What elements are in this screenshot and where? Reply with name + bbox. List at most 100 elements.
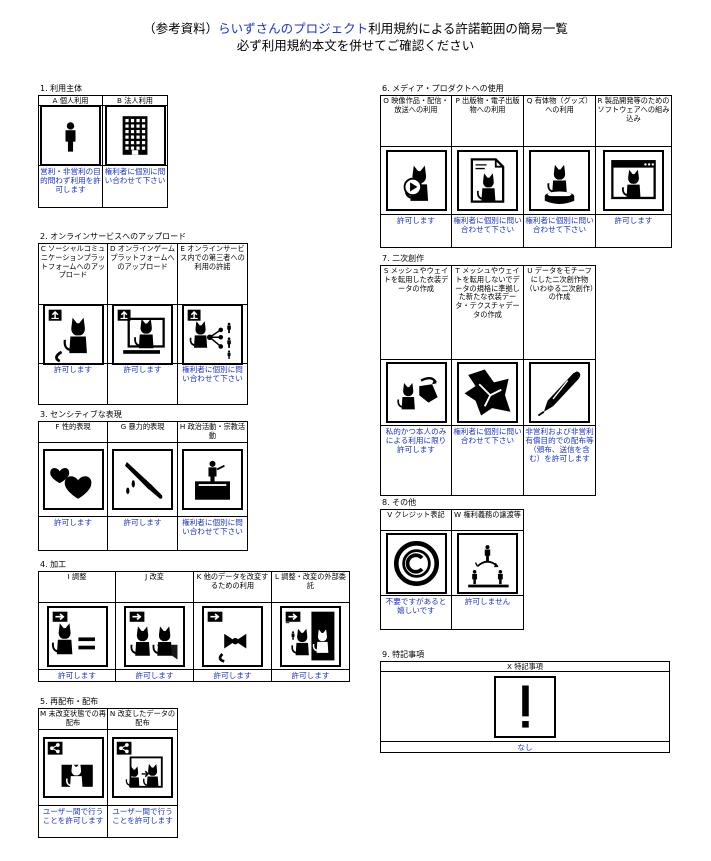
card-heading: C ソーシャルコミュニケーションプラットフォームへのアップロード	[39, 244, 107, 305]
hearts-icon	[42, 449, 104, 510]
section-title: 7. 二次創作	[382, 254, 425, 263]
section-title: 3. センシティブな表現	[40, 410, 122, 419]
license-card: R 製品開発等のためのソフトウェアへの組み込み許可します	[596, 95, 672, 248]
card-heading: M 未改変状態での再配布	[39, 709, 107, 730]
permission-status: 私的かつ本人のみによる利用に限り許可します	[385, 427, 447, 454]
permission-status: 権利者に個別に問い合わせて下さい	[453, 427, 522, 445]
card-icon-area	[103, 105, 167, 166]
card-icon-area	[39, 730, 107, 806]
title-prefix: （参考資料）	[143, 21, 219, 36]
card-icon-area	[381, 531, 451, 596]
section-derivative: 7. 二次創作 S メッシュやウェイトを転用した衣装データの作成私的かつ本人のみに…	[380, 254, 596, 496]
license-card: H 政治活動・宗教活動権利者に個別に問い合わせて下さい	[178, 421, 248, 551]
card-heading: Q 有体物（グッズ）への利用	[524, 96, 595, 147]
card-heading: J 改変	[116, 572, 193, 603]
license-card: I 調整許可します	[38, 571, 116, 682]
section-title: 2. オンラインサービスへのアップロード	[40, 232, 187, 241]
card-heading: F 性的表現	[39, 422, 107, 443]
card-icon-area	[39, 303, 107, 365]
card-heading: L 調整・改変の外部委託	[272, 572, 349, 603]
permission-status: 許可します	[135, 671, 174, 680]
permission-status: 営利・非営利の目的問わず利用を許可します	[40, 167, 101, 194]
building-icon	[104, 105, 166, 166]
podium-speaker-icon	[182, 449, 243, 510]
section-cards: S メッシュやウェイトを転用した衣装データの作成私的かつ本人のみによる利用に限り…	[380, 265, 596, 496]
copyright-icon	[385, 532, 447, 594]
knife-icon	[112, 449, 173, 510]
redistribute-icon	[42, 737, 104, 798]
license-card: Q 有体物（グッズ）への利用権利者に個別に問い合わせて下さい	[524, 95, 596, 248]
card-icon-area	[39, 443, 107, 517]
license-card: D オンラインゲームプラットフォームへのアップロード許可します	[108, 243, 178, 405]
card-icon-area	[381, 672, 669, 742]
permission-status: 非営利および非営利有償目的での配布等（頒布、送信を含む）を許可します	[525, 427, 594, 463]
section-special-notes: 9. 特記事項 X 特記事項なし	[380, 650, 670, 753]
project-name: らいずさんのプロジェクト	[218, 21, 369, 36]
modify-icon	[124, 605, 185, 667]
publication-icon	[457, 150, 518, 211]
card-icon-area	[596, 147, 671, 215]
card-icon-area	[452, 531, 523, 596]
permission-status: 許可します	[54, 518, 92, 527]
permission-status: なし	[517, 743, 533, 752]
upload-avatar-icon	[42, 303, 104, 365]
license-card: B 法人利用権利者に個別に問い合わせて下さい	[103, 95, 168, 208]
card-heading: H 政治活動・宗教活動	[178, 422, 247, 443]
card-icon-area	[39, 603, 115, 670]
license-card: J 改変許可します	[116, 571, 194, 682]
permission-status: 許可します	[614, 216, 653, 225]
card-icon-area	[108, 730, 177, 806]
card-heading: D オンラインゲームプラットフォームへのアップロード	[108, 244, 177, 305]
card-icon-area	[452, 147, 523, 215]
rights-transfer-icon	[457, 532, 518, 594]
exclamation-icon	[494, 675, 556, 738]
permission-status: 権利者に個別に問い合わせて下さい	[182, 518, 243, 536]
section-online-upload: 2. オンラインサービスへのアップロード C ソーシャルコミュニケーションプラット…	[38, 232, 248, 405]
permission-status: 権利者に個別に問い合わせて下さい	[104, 167, 166, 185]
pen-icon	[529, 362, 590, 423]
license-card: T メッシュやウェイトを転用しないでデータの規格に準拠した新たな衣装データ・テク…	[452, 265, 524, 496]
license-card: N 改変したデータの配布ユーザー間で行うことを許可します	[108, 708, 178, 838]
section-title: 9. 特記事項	[382, 650, 425, 659]
license-card: L 調整・改変の外部委託許可します	[272, 571, 350, 682]
video-icon	[385, 150, 447, 211]
permission-status: 不要ですがあると嬉しいです	[385, 597, 447, 615]
license-card: V クレジット表記不要ですがあると嬉しいです	[380, 509, 452, 630]
card-icon-area	[524, 360, 595, 426]
card-icon-area	[178, 303, 247, 365]
card-heading: P 出版物・電子出版物への利用	[452, 96, 523, 147]
card-heading: T メッシュやウェイトを転用しないでデータの規格に準拠した新たな衣装データ・テク…	[452, 266, 523, 360]
card-heading: O 映像作品・配信・放送への利用	[381, 96, 451, 147]
license-card: C ソーシャルコミュニケーションプラットフォームへのアップロード許可します	[38, 243, 108, 405]
permission-status: 許可しません	[464, 597, 511, 606]
card-icon-area	[272, 603, 349, 670]
costume-reuse-icon	[385, 362, 447, 423]
ribbon-modify-icon	[202, 605, 263, 667]
license-card: W 権利義務の譲渡等許可しません	[452, 509, 524, 630]
license-card: P 出版物・電子出版物への利用権利者に個別に問い合わせて下さい	[452, 95, 524, 248]
card-icon-area	[524, 147, 595, 215]
permission-status: 許可します	[54, 365, 92, 374]
card-heading: W 権利義務の譲渡等	[452, 510, 523, 531]
software-window-icon	[603, 150, 664, 211]
license-card: O 映像作品・配信・放送への利用許可します	[380, 95, 452, 248]
license-card: A 個人利用営利・非営利の目的問わず利用を許可します	[38, 95, 103, 208]
person-icon	[40, 105, 101, 166]
section-cards: X 特記事項なし	[380, 661, 670, 753]
card-heading: E オンラインサービス内での第三者への利用の許諾	[178, 244, 247, 305]
card-heading: N 改変したデータの配布	[108, 709, 177, 730]
title-suffix: 利用規約による許諾範囲の簡易一覧	[368, 21, 568, 36]
permission-status: 許可します	[291, 671, 330, 680]
permission-status: 権利者に個別に問い合わせて下さい	[525, 216, 594, 234]
card-heading: S メッシュやウェイトを転用した衣装データの作成	[381, 266, 451, 360]
game-upload-icon	[112, 303, 173, 365]
fabric-icon	[457, 362, 518, 423]
license-card: X 特記事項なし	[380, 661, 670, 753]
